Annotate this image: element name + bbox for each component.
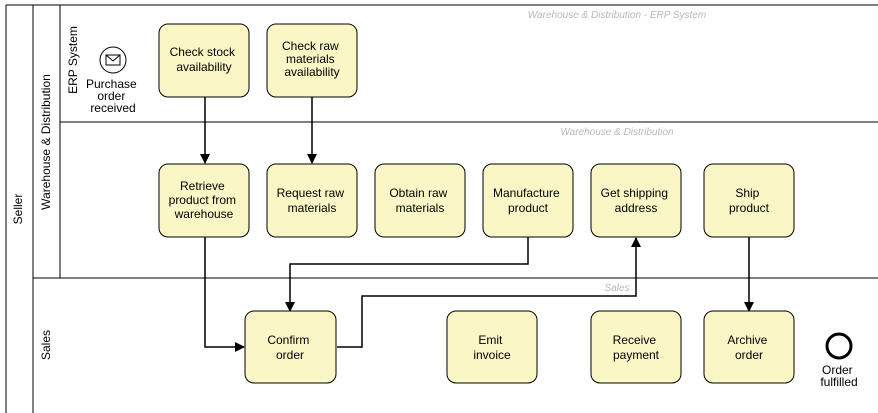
lane-label-erp: ERP System (66, 26, 80, 94)
sequence-flows (200, 97, 754, 352)
svg-text:Get shipping address: Get shipping address (601, 186, 672, 215)
task-check-stock[interactable]: Check stock availability (158, 23, 250, 98)
pool-frame (5, 4, 878, 413)
task-request-raw-materials[interactable]: Request raw materials (266, 163, 358, 238)
svg-text:Obtain raw materials: Obtain raw materials (389, 186, 450, 215)
task-get-shipping-address[interactable]: Get shipping address (590, 163, 682, 238)
lane-label-sales: Sales (39, 330, 53, 360)
start-event[interactable]: Purchase order received (86, 46, 140, 115)
svg-text:Archive order: Archive order (727, 333, 770, 362)
envelope-icon (105, 54, 121, 66)
task-emit-invoice[interactable]: Emit invoice (446, 310, 538, 384)
start-event-label: Purchase order received (86, 77, 140, 115)
task-receive-payment[interactable]: Receive payment (590, 310, 682, 384)
task-obtain-raw-materials[interactable]: Obtain raw materials (374, 163, 466, 238)
watermark-sales: Sales (604, 283, 629, 294)
flow-manufacture-confirm (285, 237, 529, 312)
svg-text:Receive payment: Receive payment (613, 333, 660, 362)
svg-text:Request raw materials: Request raw materials (277, 186, 348, 215)
svg-text:Manufacture product: Manufacture product (493, 186, 563, 215)
task-archive-order[interactable]: Archive order (703, 310, 795, 384)
task-retrieve-product[interactable]: Retrieve product from warehouse (158, 163, 250, 238)
end-event-label: Order fulfilled (820, 363, 857, 389)
svg-text:Check raw materials: Check raw materials availability (282, 39, 342, 79)
task-manufacture-product[interactable]: Manufacture product (482, 163, 574, 238)
svg-text:Emit invoice: Emit invoice (473, 333, 511, 362)
svg-text:Confirm order: Confirm order (267, 333, 312, 362)
task-check-raw-materials[interactable]: Check raw materials availability (266, 23, 358, 98)
watermark-warehouse: Warehouse & Distribution (560, 127, 674, 138)
end-event[interactable]: Order fulfilled (820, 332, 858, 389)
svg-text:Check stock availability: Check stock availability (170, 45, 239, 74)
lane-label-warehouse: Warehouse & Distribution (39, 74, 53, 210)
task-ship-product[interactable]: Ship product (703, 163, 795, 238)
svg-text:Retrieve product from: Retrieve product from warehouse (169, 179, 240, 221)
task-confirm-order[interactable]: Confirm order (244, 310, 337, 384)
flow-retrieve-confirm (204, 237, 245, 352)
svg-text:Ship product: Ship product (729, 186, 770, 215)
flow-confirm-shipping (337, 237, 641, 348)
watermark-erp: Warehouse & Distribution - ERP System (528, 10, 706, 21)
pool-label-seller: Seller (11, 194, 25, 225)
